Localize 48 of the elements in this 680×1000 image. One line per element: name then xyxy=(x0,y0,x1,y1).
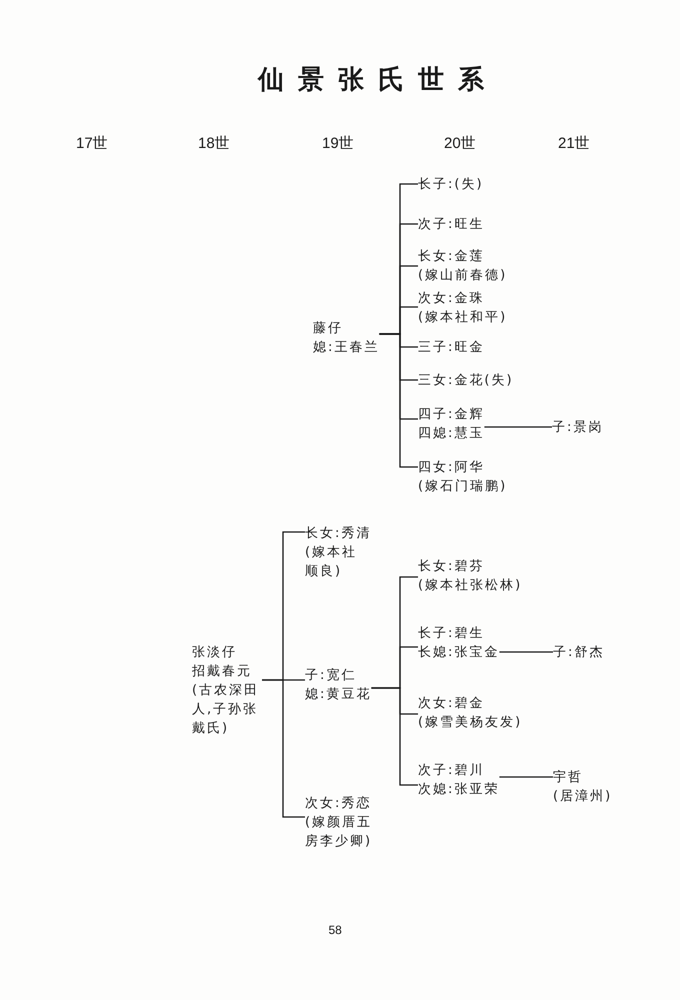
marriage-note: (嫁颜厝五房李少卿) xyxy=(305,814,374,851)
marriage-note: (嫁雪美杨友发) xyxy=(418,714,522,732)
member-name: 长子:碧生 xyxy=(418,625,484,643)
connector-line xyxy=(379,333,418,468)
member-name: 长子:(失) xyxy=(418,176,484,194)
member-name: 次女:碧金 xyxy=(418,695,484,713)
marriage-note: (嫁山前春德) xyxy=(418,267,508,285)
connector-line xyxy=(371,687,418,786)
member-name: 长女:金莲 xyxy=(418,248,484,266)
member-name: 宇哲 xyxy=(553,769,583,787)
member-name: 四子:金辉 xyxy=(418,406,484,424)
spouse-name: 媳:黄豆花 xyxy=(305,686,372,704)
spouse-name: 媳:王春兰 xyxy=(313,339,380,357)
connector-line xyxy=(499,776,553,778)
generation-header: 20世 xyxy=(444,135,476,153)
member-name: 子:宽仁 xyxy=(305,667,356,685)
spouse-name: 四媳:慧玉 xyxy=(418,425,484,443)
spouse-name: 招戴春元 xyxy=(192,663,252,681)
member-name: 长女:秀清 xyxy=(305,525,372,543)
generation-header: 17世 xyxy=(76,135,108,153)
residence-note: (居漳州) xyxy=(553,788,612,806)
marriage-note: (嫁本社顺良) xyxy=(305,544,358,581)
member-name: 藤仔 xyxy=(313,320,343,338)
member-name: 次女:秀恋 xyxy=(305,795,372,813)
connector-line xyxy=(484,426,552,428)
generation-header: 21世 xyxy=(558,135,590,153)
connector-line xyxy=(499,651,553,653)
marriage-note: (嫁石门瑞鹏) xyxy=(418,478,508,496)
member-name: 次女:金珠 xyxy=(418,290,484,308)
member-name: 三女:金花(失) xyxy=(418,372,514,390)
member-name: 子:舒杰 xyxy=(553,644,604,662)
spouse-name: 次媳:张亚荣 xyxy=(418,781,500,799)
connector-line xyxy=(262,679,305,818)
member-name: 四女:阿华 xyxy=(418,459,484,477)
member-name: 三子:旺金 xyxy=(418,339,484,357)
marriage-note: (嫁本社张松林) xyxy=(418,577,522,595)
origin-note: (古农深田人,子孙张戴氏) xyxy=(192,682,260,738)
member-name: 长女:碧芬 xyxy=(418,558,484,576)
member-name: 子:景岗 xyxy=(552,419,604,437)
member-name: 张淡仔 xyxy=(192,644,237,662)
generation-header: 19世 xyxy=(322,135,354,153)
spouse-name: 长媳:张宝金 xyxy=(418,644,500,662)
generation-header: 18世 xyxy=(198,135,230,153)
member-name: 次子:旺生 xyxy=(418,216,484,234)
page-number: 58 xyxy=(328,923,342,938)
member-name: 次子:碧川 xyxy=(418,762,484,780)
marriage-note: (嫁本社和平) xyxy=(418,309,508,327)
page-title: 仙景张氏世系 xyxy=(258,64,498,96)
